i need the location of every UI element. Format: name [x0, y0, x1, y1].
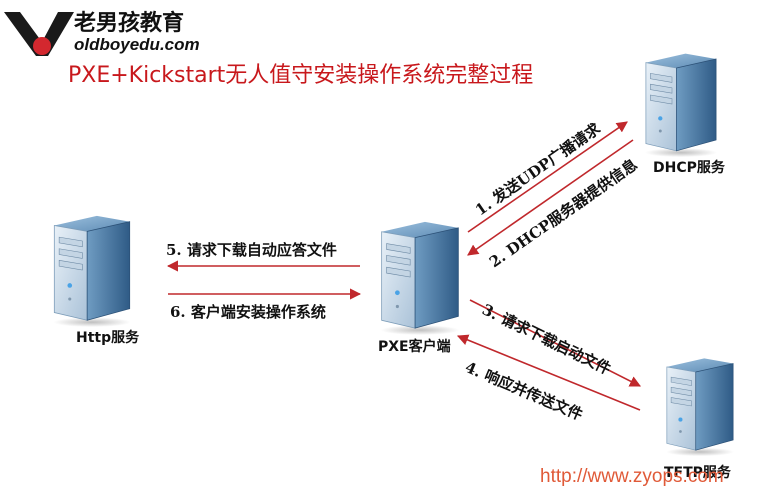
diagram-title: PXE+Kickstart无人值守安装操作系统完整过程 — [68, 63, 533, 88]
watermark-url: http://www.zyops.com — [540, 466, 724, 487]
logo-v-icon — [4, 12, 74, 56]
arrow-step-1 — [467, 121, 628, 233]
server-icon — [380, 221, 460, 336]
arrow-step-4 — [456, 334, 641, 411]
step-label-2: 2. DHCP服务器提供信息 — [486, 155, 641, 271]
brand-logo: 老男孩教育 oldboyedu.com — [4, 10, 200, 56]
brand-domain: oldboyedu.com — [74, 35, 200, 54]
node-label-dhcp: DHCP服务 — [653, 159, 726, 176]
step-label-6: 6. 客户端安装操作系统 — [170, 303, 326, 321]
server-icon — [52, 215, 132, 328]
node-label-http: Http服务 — [76, 329, 140, 346]
step-label-5: 5. 请求下载自动应答文件 — [166, 241, 337, 259]
arrow-step-3 — [469, 299, 641, 387]
step-label-4: 4. 响应并传送文件 — [462, 358, 585, 424]
arrow-step-2 — [467, 139, 634, 256]
step-label-3: 3. 请求下载启动文件 — [479, 300, 614, 378]
brand-name: 老男孩教育 — [73, 10, 184, 36]
node-label-tftp: TFTP服务 — [664, 464, 732, 481]
server-icon — [665, 357, 735, 457]
node-label-pxe-client: PXE客户端 — [378, 338, 451, 355]
server-icon — [644, 53, 718, 158]
